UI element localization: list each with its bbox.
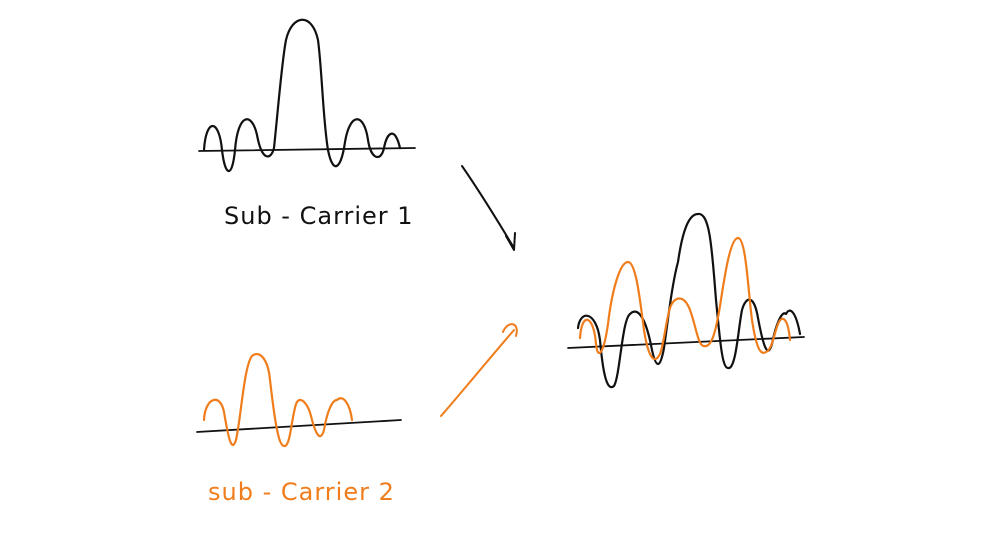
subcarrier-1-label: Sub - Carrier 1 bbox=[224, 202, 414, 230]
arrow-2-shaft bbox=[440, 329, 515, 417]
subcarrier-2-label: sub - Carrier 2 bbox=[208, 478, 395, 506]
arrow-1-group bbox=[461, 165, 516, 251]
subcarrier-2-waveform bbox=[202, 353, 354, 448]
combined-waveform-orange bbox=[578, 236, 792, 361]
subcarrier-2-baseline bbox=[196, 419, 402, 433]
combined-spectrum-group bbox=[567, 212, 805, 389]
subcarrier-2-group bbox=[196, 353, 402, 448]
subcarrier-1-waveform bbox=[202, 18, 402, 173]
subcarrier-1-group bbox=[198, 18, 416, 173]
combined-waveform-black bbox=[576, 212, 802, 389]
combined-baseline bbox=[567, 336, 805, 349]
arrow-2-group bbox=[440, 323, 518, 417]
arrow-2-head bbox=[502, 323, 518, 337]
arrow-1-head bbox=[505, 232, 516, 251]
